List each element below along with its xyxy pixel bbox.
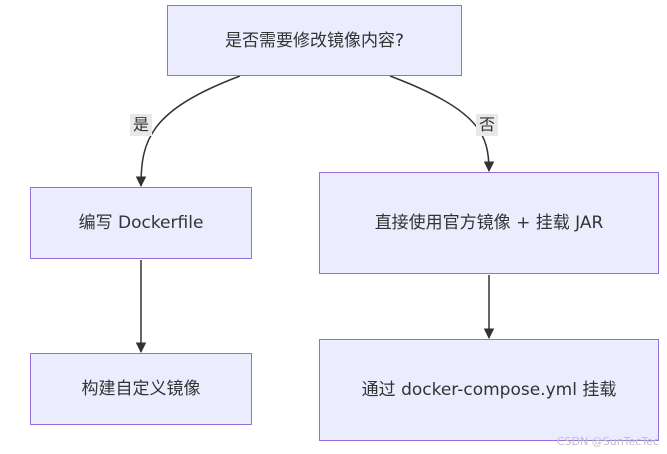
yes-edge-label: 是 — [130, 114, 153, 136]
compose-mount-node: 通过 docker-compose.yml 挂载 — [319, 339, 659, 441]
use-official-node: 直接使用官方镜像 + 挂载 JAR — [319, 172, 659, 274]
write-dockerfile-node-label: 编写 Dockerfile — [78, 213, 204, 233]
edge-question-to-official — [389, 75, 495, 173]
build-image-node-label: 构建自定义镜像 — [81, 379, 201, 399]
no-edge-label: 否 — [476, 114, 499, 136]
compose-mount-node-label: 通过 docker-compose.yml 挂载 — [361, 380, 617, 400]
question-node-label: 是否需要修改镜像内容? — [224, 30, 405, 51]
write-dockerfile-node: 编写 Dockerfile — [30, 187, 252, 259]
build-image-node: 构建自定义镜像 — [30, 353, 252, 425]
use-official-node-label: 直接使用官方镜像 + 挂载 JAR — [374, 213, 604, 233]
csdn-watermark: CSDN @SunTecTec — [556, 435, 659, 448]
question-node: 是否需要修改镜像内容? — [167, 5, 462, 76]
edge-question-to-dockerfile — [135, 75, 241, 188]
